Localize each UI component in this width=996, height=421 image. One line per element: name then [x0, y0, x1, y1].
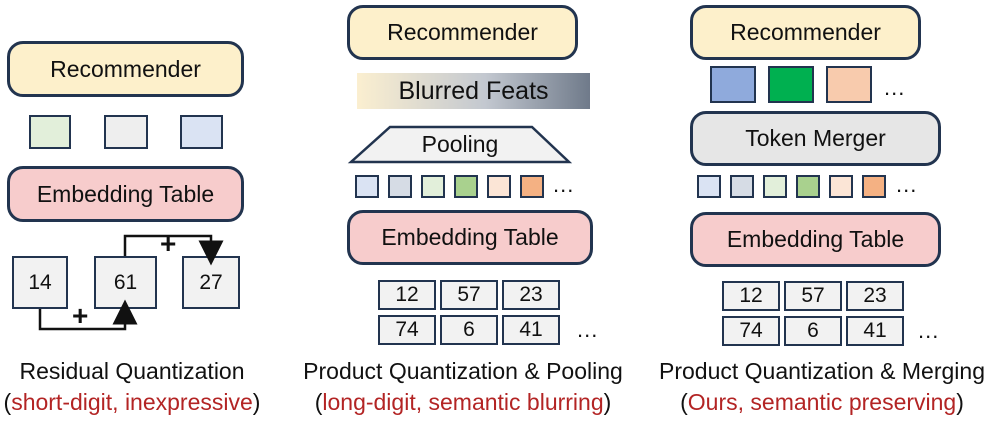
token-gray — [104, 115, 148, 149]
recommender-label: Recommender — [730, 19, 881, 45]
token-5 — [829, 175, 853, 198]
merged-token-orange — [826, 66, 872, 103]
recommender-box-residual: Recommender — [7, 41, 244, 97]
caption-subtitle: (short-digit, inexpressive) — [3, 389, 261, 415]
codes-ellipsis: ... — [918, 318, 940, 343]
token-6 — [520, 175, 544, 198]
embedding-table-label: Embedding Table — [726, 226, 905, 252]
blurred-feats-label: Blurred Feats — [398, 76, 549, 105]
pooling-trapezoid — [347, 125, 573, 164]
plus-sign-bottom: + — [72, 300, 89, 331]
token-6 — [862, 175, 886, 198]
code-cell-14: 14 — [12, 256, 68, 309]
code-cell: 6 — [784, 316, 842, 346]
caption-subtitle: (long-digit, semantic blurring) — [314, 389, 612, 415]
code-cell: 12 — [378, 280, 436, 310]
recommender-box-pooling: Recommender — [347, 5, 578, 60]
token-blue — [180, 115, 223, 149]
recommender-box-merging: Recommender — [690, 5, 921, 60]
caption-residual: Residual Quantization (short-digit, inex… — [0, 356, 264, 418]
merged-token-blue — [710, 66, 756, 103]
token-merger-box: Token Merger — [690, 111, 941, 166]
code-cell: 57 — [440, 280, 498, 310]
token-4 — [796, 175, 820, 198]
embedding-table-label: Embedding Table — [36, 180, 215, 207]
tokens-ellipsis: ... — [553, 172, 575, 197]
token-green — [29, 115, 71, 149]
code-cell: 12 — [722, 281, 780, 311]
recommender-label: Recommender — [50, 55, 201, 82]
merged-tokens-ellipsis: ... — [884, 75, 906, 100]
token-1 — [697, 175, 721, 198]
blurred-feats-bar: Blurred Feats — [357, 73, 590, 109]
code-cell: 57 — [784, 281, 842, 311]
residual-arrow-bottom — [38, 299, 138, 331]
codes-ellipsis: ... — [577, 317, 599, 342]
caption-pooling: Product Quantization & Pooling (long-dig… — [292, 356, 634, 418]
embedding-table-box-merging: Embedding Table — [690, 212, 941, 267]
pooling-label: Pooling — [421, 131, 499, 157]
caption-title: Product Quantization & Pooling — [303, 358, 623, 384]
token-merger-label: Token Merger — [745, 125, 886, 151]
token-3 — [763, 175, 787, 198]
token-2 — [730, 175, 754, 198]
code-cell: 23 — [846, 281, 904, 311]
caption-title: Residual Quantization — [19, 358, 245, 384]
token-2 — [388, 175, 412, 198]
plus-sign-top: + — [160, 228, 177, 259]
merged-token-green — [768, 66, 814, 103]
code-cell: 74 — [722, 316, 780, 346]
token-4 — [454, 175, 478, 198]
code-cell: 23 — [502, 280, 560, 310]
code-cell: 41 — [502, 315, 560, 345]
token-1 — [355, 175, 379, 198]
caption-merging: Product Quantization & Merging (Ours, se… — [648, 356, 996, 418]
code-cell: 41 — [846, 316, 904, 346]
caption-subtitle: (Ours, semantic preserving) — [680, 389, 964, 415]
recommender-label: Recommender — [387, 19, 538, 45]
token-3 — [421, 175, 445, 198]
embedding-table-label: Embedding Table — [381, 224, 559, 250]
embedding-table-box-pooling: Embedding Table — [347, 210, 593, 265]
token-5 — [487, 175, 511, 198]
embedding-table-box-residual: Embedding Table — [7, 166, 244, 222]
residual-arrow-top — [123, 234, 224, 266]
code-cell: 6 — [440, 315, 498, 345]
caption-title: Product Quantization & Merging — [658, 358, 985, 384]
tokens-ellipsis: ... — [896, 172, 918, 197]
code-cell: 74 — [378, 315, 436, 345]
